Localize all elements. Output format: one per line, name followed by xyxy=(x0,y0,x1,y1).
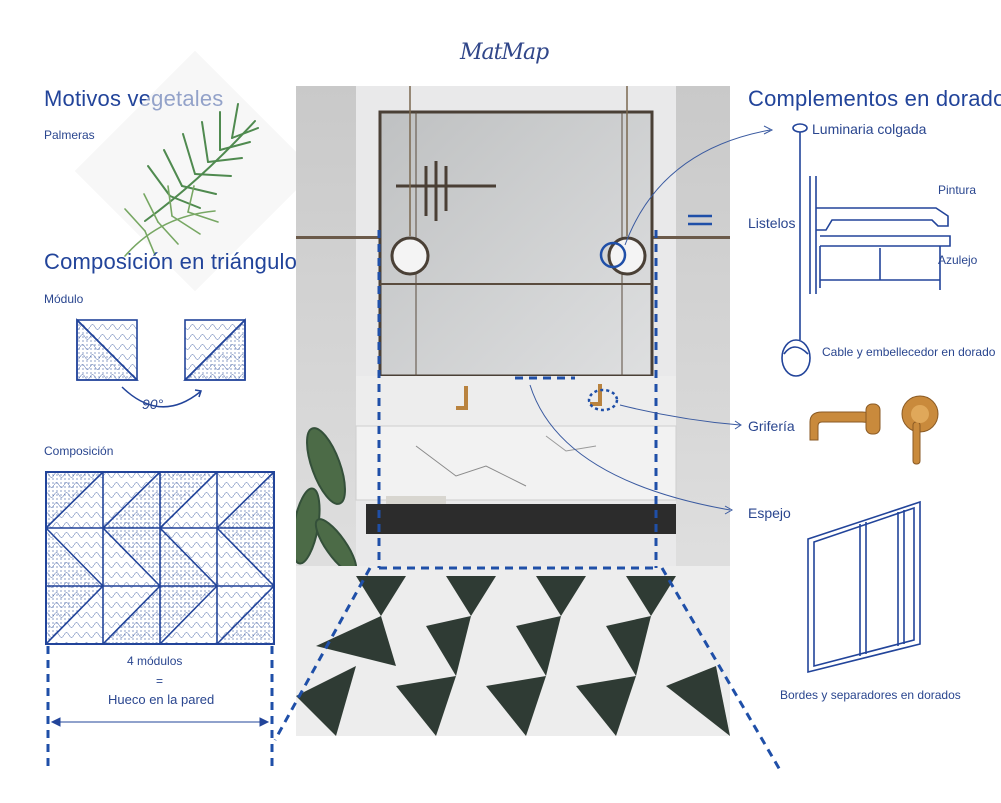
gold-faucets-image xyxy=(800,392,960,472)
module-rotation-diagram xyxy=(70,312,260,422)
equals-sign: = xyxy=(156,674,164,688)
golden-frame-sketch xyxy=(800,494,930,684)
borders-label: Bordes y separadores en dorados xyxy=(780,688,961,702)
mirror-label: Espejo xyxy=(748,505,791,521)
module-label: Módulo xyxy=(44,292,84,306)
triangle-composition-title: Composición en triángulo xyxy=(44,249,298,274)
golden-complements-title: Complementos en dorado xyxy=(748,86,1001,111)
composition-grid xyxy=(44,470,276,770)
palm-leaves-illustration xyxy=(50,46,300,296)
pendant-lamp-label: Luminaria colgada xyxy=(812,121,927,137)
faucets-label: Grifería xyxy=(748,418,795,434)
cable-label: Cable y embellecedor en dorado xyxy=(822,345,996,359)
tile-label: Azulejo xyxy=(938,253,978,267)
paint-label: Pintura xyxy=(938,183,977,197)
matmap-logo: MatMap xyxy=(460,40,549,65)
palms-label: Palmeras xyxy=(44,128,95,142)
lamp-and-molding-sketch xyxy=(740,118,980,388)
rotation-label: 90° xyxy=(142,396,164,412)
moldings-label: Listelos xyxy=(748,215,796,231)
bathroom-photo xyxy=(296,86,730,736)
wall-gap-label: Hueco en la pared xyxy=(108,692,215,707)
composition-label: Composición xyxy=(44,444,114,458)
modules-count: 4 módulos xyxy=(127,654,183,668)
